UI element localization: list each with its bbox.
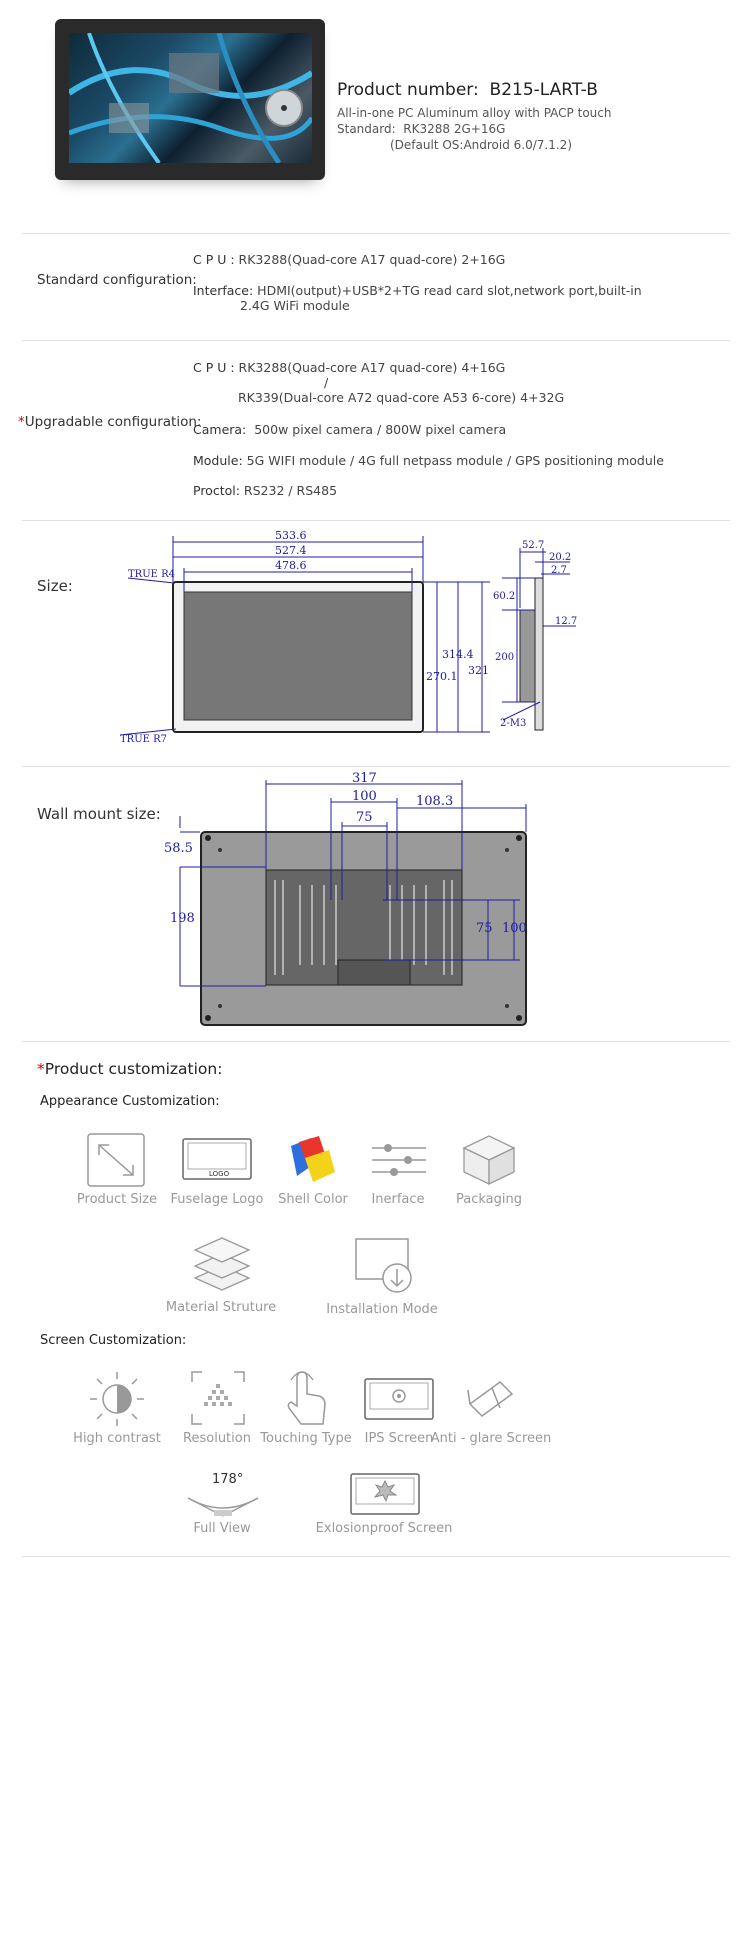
screen-item-high-contrast: High contrast <box>73 1431 161 1446</box>
dim-side-2: 2.7 <box>551 565 567 576</box>
dim-100a: 100 <box>352 789 377 804</box>
standard-interface-cont: 2.4G WiFi module <box>240 298 350 313</box>
high-contrast-icon <box>90 1372 144 1426</box>
dim-m3: 2-M3 <box>500 718 526 729</box>
product-default-os: (Default OS:Android 6.0/7.1.2) <box>390 138 572 152</box>
screen-item-explosionproof: Exlosionproof Screen <box>315 1521 453 1536</box>
fuselage-logo-icon <box>182 1138 252 1180</box>
dim-side-60: 60.2 <box>493 591 515 602</box>
upgradable-proctol: Proctol: RS232 / RS485 <box>193 483 338 498</box>
product-number: Product number: B215-LART-B <box>337 80 598 100</box>
product-desc: All-in-one PC Aluminum alloy with PACP t… <box>337 106 612 120</box>
dim-w3: 478.6 <box>275 559 307 572</box>
standard-cpu: C P U : RK3288(Quad-core A17 quad-core) … <box>193 252 506 267</box>
dim-side-12: 12.7 <box>555 616 577 627</box>
dim-w1: 533.6 <box>275 530 307 542</box>
appearance-item-packaging: Packaging <box>456 1192 522 1207</box>
resolution-icon <box>191 1371 245 1425</box>
product-image <box>55 19 325 180</box>
appearance-item-installation-mode: Installation Mode <box>326 1302 438 1317</box>
upgradable-cpu-sep: / <box>324 375 329 390</box>
appearance-item-product-size: Product Size <box>76 1192 158 1207</box>
size-drawing: 533.6 527.4 478.6 314.4 321 270.1 TRUE R… <box>119 530 577 745</box>
dim-100b: 100 <box>502 921 527 936</box>
screen-item-full-view: Full View <box>193 1521 251 1536</box>
dim-h3: 270.1 <box>426 670 458 683</box>
interface-sliders-icon <box>372 1144 426 1176</box>
appearance-item-material-struture: Material Struture <box>165 1300 277 1315</box>
divider <box>22 1556 730 1557</box>
dim-108: 108.3 <box>416 794 453 809</box>
dim-h2: 321 <box>468 664 489 677</box>
dim-317: 317 <box>352 771 377 786</box>
dim-side-200: 200 <box>495 652 514 663</box>
upgradable-camera: Camera: 500w pixel camera / 800W pixel c… <box>193 422 507 437</box>
appearance-item-fuselage-logo: Fuselage Logo <box>170 1192 264 1207</box>
screen-title: Screen Customization: <box>40 1333 187 1348</box>
divider <box>22 1041 730 1042</box>
divider <box>22 233 730 234</box>
appearance-item-shell-color: Shell Color <box>278 1192 348 1207</box>
product-size-icon <box>87 1133 145 1187</box>
divider <box>22 340 730 341</box>
standard-interface: Interface: HDMI(output)+USB*2+TG read ca… <box>193 283 642 298</box>
customization-title: *Product customization: <box>37 1060 223 1078</box>
dim-w2: 527.4 <box>275 544 307 557</box>
product-standard: Standard: RK3288 2G+16G <box>337 122 506 136</box>
screen-item-touching-type: Touching Type <box>260 1431 352 1446</box>
full-view-angle: 178° <box>212 1472 244 1487</box>
installation-mode-icon <box>355 1238 412 1293</box>
dim-side-52: 52.7 <box>522 540 544 551</box>
screen-item-resolution: Resolution <box>183 1431 251 1446</box>
anti-glare-glasses-icon <box>467 1381 514 1417</box>
dim-h1: 314.4 <box>442 648 474 661</box>
upgradable-config-label: *Upgradable configuration: <box>18 414 202 430</box>
engine-photo <box>69 33 312 163</box>
material-layers-icon <box>193 1237 251 1291</box>
dim-true-r7: TRUE R7 <box>120 734 167 745</box>
fuselage-logo-text: LOGO <box>209 1170 230 1178</box>
size-label: Size: <box>37 577 73 595</box>
dim-75a: 75 <box>356 810 373 825</box>
dim-true-r4: TRUE R4 <box>128 569 175 580</box>
shell-color-icon <box>291 1136 335 1182</box>
packaging-box-icon <box>462 1135 516 1186</box>
upgradable-module: Module: 5G WIFI module / 4G full netpass… <box>193 453 664 468</box>
dim-58: 58.5 <box>164 841 193 856</box>
dim-75b: 75 <box>476 921 493 936</box>
wall-mount-drawing: 317 100 108.3 75 58.5 198 75 100 <box>164 771 527 1026</box>
upgradable-cpu: C P U : RK3288(Quad-core A17 quad-core) … <box>193 360 506 375</box>
touch-hand-icon <box>287 1371 326 1425</box>
explosionproof-screen-icon <box>350 1473 420 1515</box>
appearance-title: Appearance Customization: <box>40 1094 220 1109</box>
wall-mount-label: Wall mount size: <box>37 805 161 823</box>
full-view-icon <box>187 1497 259 1517</box>
standard-config-label: Standard configuration: <box>37 272 197 288</box>
screen-item-ips-screen: IPS Screen <box>364 1431 434 1446</box>
appearance-item-interface: Inerface <box>371 1192 425 1207</box>
ips-screen-icon <box>364 1378 434 1420</box>
divider <box>22 766 730 767</box>
dim-side-20: 20.2 <box>549 552 571 563</box>
divider <box>22 520 730 521</box>
screen-item-anti-glare: Anti - glare Screen <box>430 1431 552 1446</box>
upgradable-cpu-2: RK339(Dual-core A72 quad-core A53 6-core… <box>238 390 565 405</box>
dim-198: 198 <box>170 911 195 926</box>
